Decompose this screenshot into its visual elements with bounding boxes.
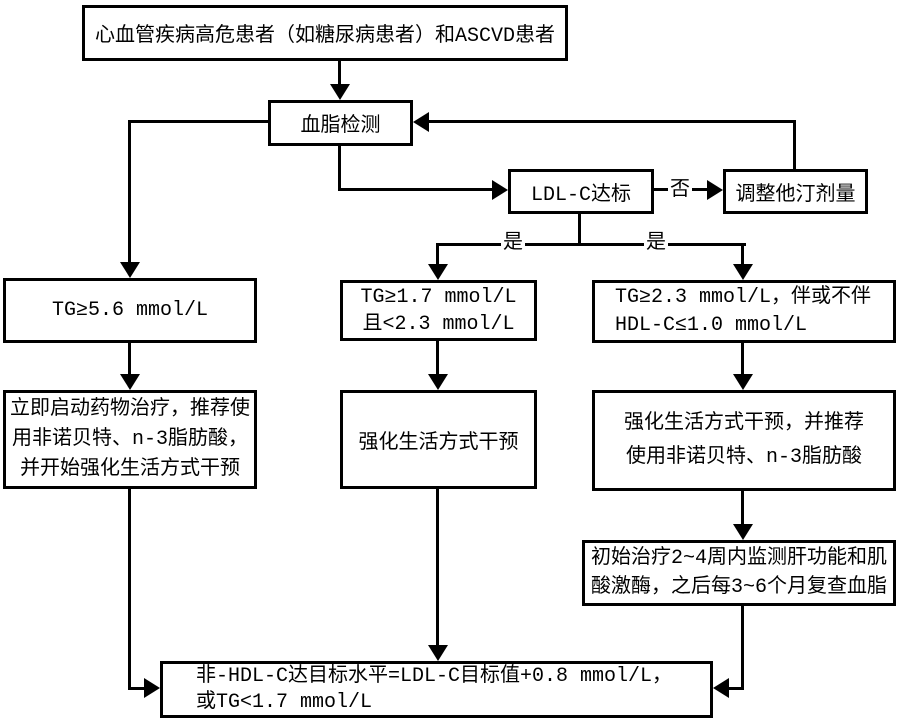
- arrow-right-icon: [144, 678, 160, 698]
- arrow-right-icon: [492, 180, 508, 200]
- connector-line: [741, 343, 744, 376]
- connector-line: [128, 120, 131, 266]
- node-tg-ge-5-6: TG≥5.6 mmol/L: [3, 278, 257, 343]
- connector-line: [338, 60, 341, 88]
- arrow-down-icon: [428, 645, 448, 661]
- connector-line: [436, 489, 439, 647]
- connector-line: [128, 687, 146, 690]
- node-monitoring-schedule: 初始治疗2~4周内监测肝功能和肌 酸激酶，之后每3~6个月复查血脂: [582, 540, 896, 606]
- node-lifestyle-intervention: 强化生活方式干预: [340, 390, 537, 489]
- arrow-down-icon: [733, 524, 753, 540]
- edge-label-yes-right: 是: [644, 232, 668, 256]
- node-high-risk-patients: 心血管疾病高危患者（如糖尿病患者）和ASCVD患者: [82, 5, 568, 61]
- arrow-left-icon: [413, 112, 429, 132]
- arrow-down-icon: [428, 374, 448, 390]
- connector-line: [741, 243, 744, 266]
- arrow-down-icon: [733, 374, 753, 390]
- arrow-right-icon: [707, 180, 723, 200]
- edge-label-yes-left: 是: [501, 232, 525, 256]
- node-lipid-test: 血脂检测: [268, 100, 413, 146]
- connector-line: [436, 243, 746, 246]
- arrow-left-icon: [713, 678, 729, 698]
- connector-line: [426, 120, 796, 123]
- node-adjust-statin-dose: 调整他汀剂量: [723, 169, 868, 214]
- connector-line: [436, 341, 439, 376]
- connector-line: [338, 146, 341, 191]
- node-ldl-c-target: LDL-C达标: [508, 169, 654, 214]
- connector-line: [741, 606, 744, 690]
- node-non-hdl-goal: 非-HDL-C达目标水平=LDL-C目标值+0.8 mmol/L， 或TG<1.…: [160, 661, 713, 718]
- connector-line: [128, 343, 131, 376]
- connector-line: [338, 188, 494, 191]
- connector-line: [436, 243, 439, 266]
- connector-line: [793, 121, 796, 170]
- edge-label-no: 否: [668, 179, 692, 203]
- node-tg-ge-2-3-hdl-low: TG≥2.3 mmol/L，伴或不伴 HDL-C≤1.0 mmol/L: [592, 280, 896, 343]
- connector-line: [741, 491, 744, 526]
- arrow-down-icon: [733, 264, 753, 280]
- connector-line: [578, 214, 581, 246]
- node-start-drug-therapy: 立即启动药物治疗，推荐使 用非诺贝特、n-3脂肪酸， 并开始强化生活方式干预: [3, 390, 257, 489]
- arrow-down-icon: [428, 264, 448, 280]
- connector-line: [128, 489, 131, 690]
- connector-line: [727, 687, 744, 690]
- connector-line: [130, 120, 270, 123]
- arrow-down-icon: [120, 262, 140, 278]
- node-lifestyle-plus-drug: 强化生活方式干预，并推荐 使用非诺贝特、n-3脂肪酸: [592, 390, 896, 491]
- arrow-down-icon: [330, 84, 350, 100]
- node-tg-1-7-to-2-3: TG≥1.7 mmol/L 且<2.3 mmol/L: [340, 280, 537, 341]
- arrow-down-icon: [120, 374, 140, 390]
